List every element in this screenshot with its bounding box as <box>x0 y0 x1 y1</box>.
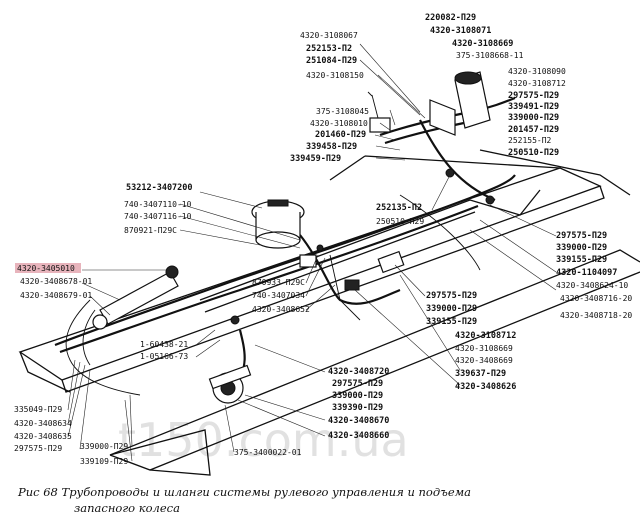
label-339000-p29-d: 339000-П29 <box>332 391 383 401</box>
label-250510-p29-b: 250510-П29 <box>376 217 424 226</box>
label-4320-3108090: 4320-3108090 <box>508 67 566 76</box>
label-4320-3408679-01: 4320-3408679-01 <box>20 291 92 300</box>
label-4320-3408678-01: 4320-3408678-01 <box>20 277 92 286</box>
label-870933-p29c: 870933-П29С <box>252 278 305 287</box>
label-297575-p29-b: 297575-П29 <box>426 291 477 301</box>
label-339637-p29: 339637-П29 <box>455 369 506 379</box>
label-339491-p29: 339491-П29 <box>508 102 559 112</box>
label-4320-1104097: 4320-1104097 <box>556 268 617 278</box>
label-4320-3108067: 4320-3108067 <box>300 31 358 40</box>
leader-lines <box>67 43 557 462</box>
label-375-3108045: 375-3108045 <box>316 107 369 116</box>
label-252155-p2: 252155-П2 <box>508 136 552 145</box>
label-339000-p29-e: 339000-П29 <box>80 442 128 451</box>
label-4320-3408635: 4320-3408635 <box>14 432 72 441</box>
label-339155-p29-b: 339155-П29 <box>426 317 477 327</box>
label-4320-3108712-mid: 4320-3108712 <box>455 331 516 341</box>
label-4320-3408718-20: 4320-3408718-20 <box>560 311 632 320</box>
label-4320-3108669: 4320-3108669 <box>452 39 513 49</box>
label-297575-p29-d: 297575-П29 <box>332 379 383 389</box>
label-4320-3408670: 4320-3408670 <box>328 416 389 426</box>
label-4320-3108071: 4320-3108071 <box>430 26 491 36</box>
label-297575-p29-e: 297575-П29 <box>14 444 62 453</box>
label-740-3407116-10: 740-3407116-10 <box>124 212 192 221</box>
distributor-block <box>299 250 405 291</box>
label-339155-p29-c: 339155-П29 <box>556 255 607 265</box>
label-4320-3408626: 4320-3408626 <box>455 382 516 392</box>
reservoir-tank <box>251 199 305 249</box>
highlight-box <box>15 263 81 273</box>
label-4320-3408634: 4320-3408634 <box>14 419 72 428</box>
label-201460-p29: 201460-П29 <box>315 130 366 140</box>
label-53212-3407200: 53212-3407200 <box>126 183 193 193</box>
components <box>92 71 495 404</box>
label-4320-3408624-10: 4320-3408624-10 <box>556 281 628 290</box>
steering-cylinder <box>92 265 179 330</box>
label-339000-p29-a: 339000-П29 <box>508 113 559 123</box>
label-740-3407110-10: 740-3407110-10 <box>124 200 192 209</box>
label-1-60438-21: 1-60438-21 <box>140 340 188 349</box>
label-4320-3408720: 4320-3408720 <box>328 367 389 377</box>
label-297575-p29-c: 297575-П29 <box>556 231 607 241</box>
label-252153-p2: 252153-П2 <box>306 44 352 54</box>
label-339109-p29: 339109-П29 <box>80 457 128 466</box>
label-4320-3108712-top: 4320-3108712 <box>508 79 566 88</box>
label-250510-p29-a: 250510-П29 <box>508 148 559 158</box>
label-4320-3408660: 4320-3408660 <box>328 431 389 441</box>
label-740-3407034: 740-3407034 <box>252 291 305 300</box>
label-375-3400022-01: 375-3400022-01 <box>234 448 302 457</box>
figure-caption-line2: запасного колеса <box>74 501 180 515</box>
label-339390-p29: 339390-П29 <box>332 403 383 413</box>
label-4320-3408652: 4320-3408652 <box>252 305 310 314</box>
label-4320-3108150: 4320-3108150 <box>306 71 364 80</box>
label-4320-3108669-mid: 4320-3108669 <box>455 344 513 353</box>
figure-caption-line1: Рис 68 Трубопроводы и шланги системы рул… <box>17 485 471 499</box>
label-339458-p29: 339458-П29 <box>306 142 357 152</box>
label-335049-p29: 335049-П29 <box>14 405 62 414</box>
label-251084-p29: 251084-П29 <box>306 56 357 66</box>
steering-gear <box>208 364 252 404</box>
lift-cylinder <box>429 71 491 136</box>
label-220082-p29: 220082-П29 <box>425 13 476 23</box>
control-valve <box>367 91 391 133</box>
label-375-3108668-11: 375-3108668-11 <box>456 51 524 60</box>
label-1-05166-73: 1-05166-73 <box>140 352 188 361</box>
part-labels: 220082-П29 4320-3108071 4320-3108669 375… <box>14 13 632 466</box>
label-297575-p29-a: 297575-П29 <box>508 91 559 101</box>
label-870921-p29c: 870921-П29С <box>124 226 177 235</box>
label-339000-p29-b: 339000-П29 <box>426 304 477 314</box>
label-339459-p29: 339459-П29 <box>290 154 341 164</box>
label-4320-3108010: 4320-3108010 <box>310 119 368 128</box>
label-201457-p29: 201457-П29 <box>508 125 559 135</box>
label-4320-3408669: 4320-3408669 <box>455 356 513 365</box>
label-4320-3405010: 4320-3405010 <box>17 264 75 273</box>
label-252135-p2: 252135-П2 <box>376 203 422 213</box>
label-4320-3408716-20: 4320-3408716-20 <box>560 294 632 303</box>
label-339000-p29-c: 339000-П29 <box>556 243 607 253</box>
